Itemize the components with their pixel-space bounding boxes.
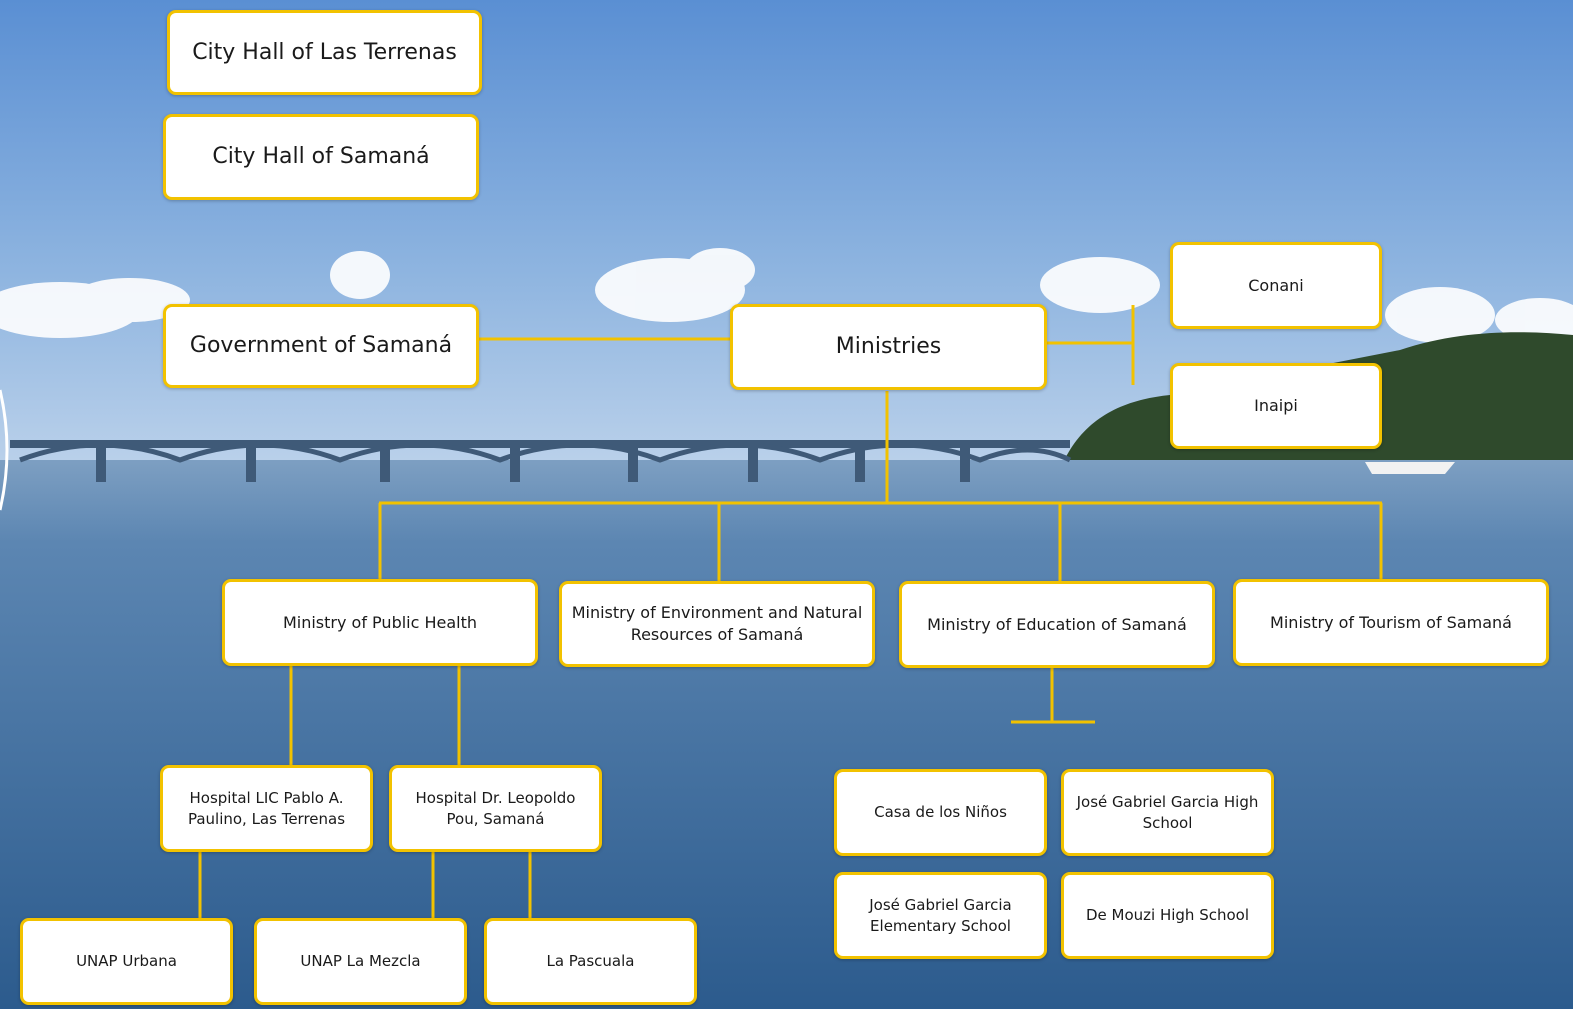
node-label: Ministry of Education of Samaná bbox=[927, 614, 1187, 634]
node-jose-gabriel-garcia-high-school: José Gabriel Garcia High School bbox=[1061, 769, 1274, 856]
node-la-pascuala: La Pascuala bbox=[484, 918, 697, 1005]
node-hospital-pablo-paulino: Hospital LIC Pablo A. Paulino, Las Terre… bbox=[160, 765, 373, 852]
node-hospital-leopoldo-pou: Hospital Dr. Leopoldo Pou, Samaná bbox=[389, 765, 602, 852]
node-ministry-tourism: Ministry of Tourism of Samaná bbox=[1233, 579, 1549, 666]
node-government-samana: Government of Samaná bbox=[163, 304, 479, 388]
node-label: Ministry of Environment and Natural Reso… bbox=[571, 603, 863, 644]
node-label: La Pascuala bbox=[546, 952, 635, 971]
node-label: Conani bbox=[1248, 275, 1304, 295]
node-label: Casa de los Niños bbox=[874, 803, 1007, 822]
node-ministry-environment: Ministry of Environment and Natural Reso… bbox=[559, 581, 875, 667]
node-label: City Hall of Las Terrenas bbox=[192, 39, 457, 65]
node-label: UNAP La Mezcla bbox=[300, 952, 421, 971]
node-jose-gabriel-garcia-elementary-school: José Gabriel Garcia Elementary School bbox=[834, 872, 1047, 959]
node-label: Hospital LIC Pablo A. Paulino, Las Terre… bbox=[187, 789, 346, 828]
node-label: Hospital Dr. Leopoldo Pou, Samaná bbox=[415, 789, 576, 828]
boat bbox=[1365, 462, 1455, 474]
node-unap-la-mezcla: UNAP La Mezcla bbox=[254, 918, 467, 1005]
node-label: Inaipi bbox=[1254, 396, 1298, 416]
node-label: Ministry of Public Health bbox=[282, 612, 478, 632]
node-label: Government of Samaná bbox=[189, 333, 453, 359]
node-inaipi: Inaipi bbox=[1170, 363, 1382, 449]
clouds bbox=[0, 248, 1573, 343]
node-label: De Mouzi High School bbox=[1085, 906, 1250, 925]
node-casa-de-los-ninos: Casa de los Niños bbox=[834, 769, 1047, 856]
node-label: UNAP Urbana bbox=[76, 952, 177, 971]
node-label: Ministry of Tourism of Samaná bbox=[1270, 612, 1512, 632]
node-ministry-public-health: Ministry of Public Health bbox=[222, 579, 538, 666]
node-unap-urbana: UNAP Urbana bbox=[20, 918, 233, 1005]
sea bbox=[0, 460, 1573, 1009]
node-label: City Hall of Samaná bbox=[212, 144, 430, 170]
node-city-hall-samana: City Hall of Samaná bbox=[163, 114, 479, 200]
node-ministries: Ministries bbox=[730, 304, 1047, 390]
node-conani: Conani bbox=[1170, 242, 1382, 329]
bridge bbox=[10, 440, 1072, 482]
node-de-mouzi-high-school: De Mouzi High School bbox=[1061, 872, 1274, 959]
left-edge-arc bbox=[0, 389, 9, 511]
node-ministry-education: Ministry of Education of Samaná bbox=[899, 581, 1215, 668]
node-label: José Gabriel Garcia High School bbox=[1076, 793, 1259, 832]
node-city-hall-las-terrenas: City Hall of Las Terrenas bbox=[167, 10, 482, 95]
node-label: Ministries bbox=[835, 334, 942, 360]
node-label: José Gabriel Garcia Elementary School bbox=[869, 896, 1012, 935]
